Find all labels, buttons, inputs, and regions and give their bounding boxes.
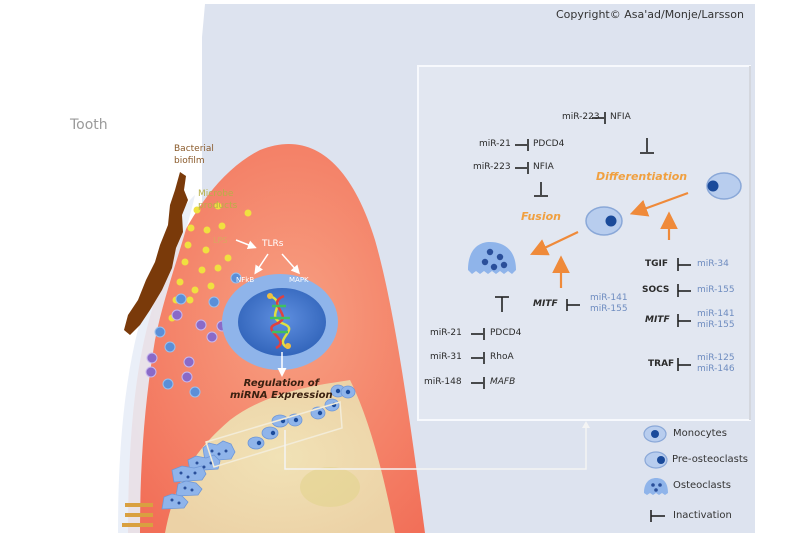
sulcus [118,195,195,533]
microbe-products [168,202,252,322]
biofilm-label-line: biofilm [174,156,205,166]
microbe-products-label: Microbe products [198,188,237,212]
zoom-region-outline [205,401,343,468]
bone-pre-osteoclasts [247,384,356,450]
microbe-label-line: products [198,201,238,211]
diff-activator-gene: MITF [645,315,670,325]
biofilm-label-line: Bacterial [174,144,214,154]
pre-osteoclast-icon [644,451,668,469]
osteoclast-inhibitor-mirna: miR-31 [430,352,462,362]
fusion-label: Fusion [521,210,561,223]
process-arrows [530,191,689,288]
diff-activator-mirna: miR-155 [697,285,735,295]
top-target: NFIA [610,112,631,122]
osteoclast-inhibitor-mirna: miR-148 [424,377,462,387]
osteoclast-inhibitor-target: PDCD4 [490,328,522,338]
cementum-stripes [122,503,153,527]
nfkb-label: NFkB [236,276,255,284]
fusion-inhibitor-target: NFIA [533,162,554,172]
diff-activator-mirnas: miR-141 miR-155 [697,309,735,331]
tooth-label: Tooth [70,117,108,133]
tooth [48,4,205,533]
monocyte-icon [643,425,667,443]
tlrs-label: TLRs [262,239,284,249]
osteoclast-inhibitor-target: MAFB [490,377,516,387]
mirna-item: miR-146 [697,364,735,374]
osteoclast-nuclei [170,449,228,505]
connector-line [284,423,587,470]
mirna-item: miR-141 [697,309,735,319]
lps-label: LPS [213,236,228,245]
fusion-activator-gene: MITF [533,299,558,309]
legend-inactivation: Inactivation [673,510,732,521]
copyright-notice: Copyright© Asa'ad/Monje/Larsson [556,8,744,21]
mirna-item: miR-125 [697,353,735,363]
diff-activator-gene: SOCS [642,285,670,295]
inset-panel [417,65,751,421]
pre-osteoclast-cell [585,206,623,236]
microbe-label-line: Microbe [198,189,234,199]
monocyte-cell [706,172,742,200]
top-mirna: miR-223 [562,112,600,122]
diff-activator-mirnas: miR-125 miR-146 [697,353,735,375]
osteoclast-inhibitor-target: RhoA [490,352,514,362]
mapk-label: MAPK [289,276,309,284]
fusion-inhibitor-target: PDCD4 [533,139,565,149]
legend-pre-osteoclasts: Pre-osteoclasts [672,454,748,465]
diff-activator-gene: TRAF [648,359,675,369]
diff-activator-mirna: miR-34 [697,259,729,269]
osteoclast-inhibitor-mirna: miR-21 [430,328,462,338]
bone-marrow-spot [300,467,360,507]
mirna-item: miR-141 [590,293,628,303]
regulation-label: Regulation of miRNA Expression [230,378,333,402]
inactivation-icon [650,510,665,522]
osteoclast-cluster [161,440,236,510]
osteoclast-cell [468,242,516,274]
diff-activator-gene: TGIF [645,259,669,269]
regulation-label-line: miRNA Expression [230,390,333,401]
regulation-label-line: Regulation of [243,378,319,389]
fusion-inhibitor-mirna: miR-21 [479,139,511,149]
legend-monocytes: Monocytes [673,428,727,439]
differentiation-label: Differentiation [596,170,688,183]
mirna-item: miR-155 [590,304,628,314]
legend-osteoclasts: Osteoclasts [673,480,732,491]
biofilm-label: Bacterial biofilm [174,143,214,167]
fusion-activator-mirnas: miR-141 miR-155 [590,293,628,315]
signaling-arrows [235,239,300,377]
inhibition-bars [471,112,691,389]
fusion-inhibitor-mirna: miR-223 [473,162,511,172]
dna-helix-icon [267,293,291,350]
osteoclast-icon [644,478,668,495]
bacterial-biofilm [124,172,188,335]
mirna-item: miR-155 [697,320,735,330]
